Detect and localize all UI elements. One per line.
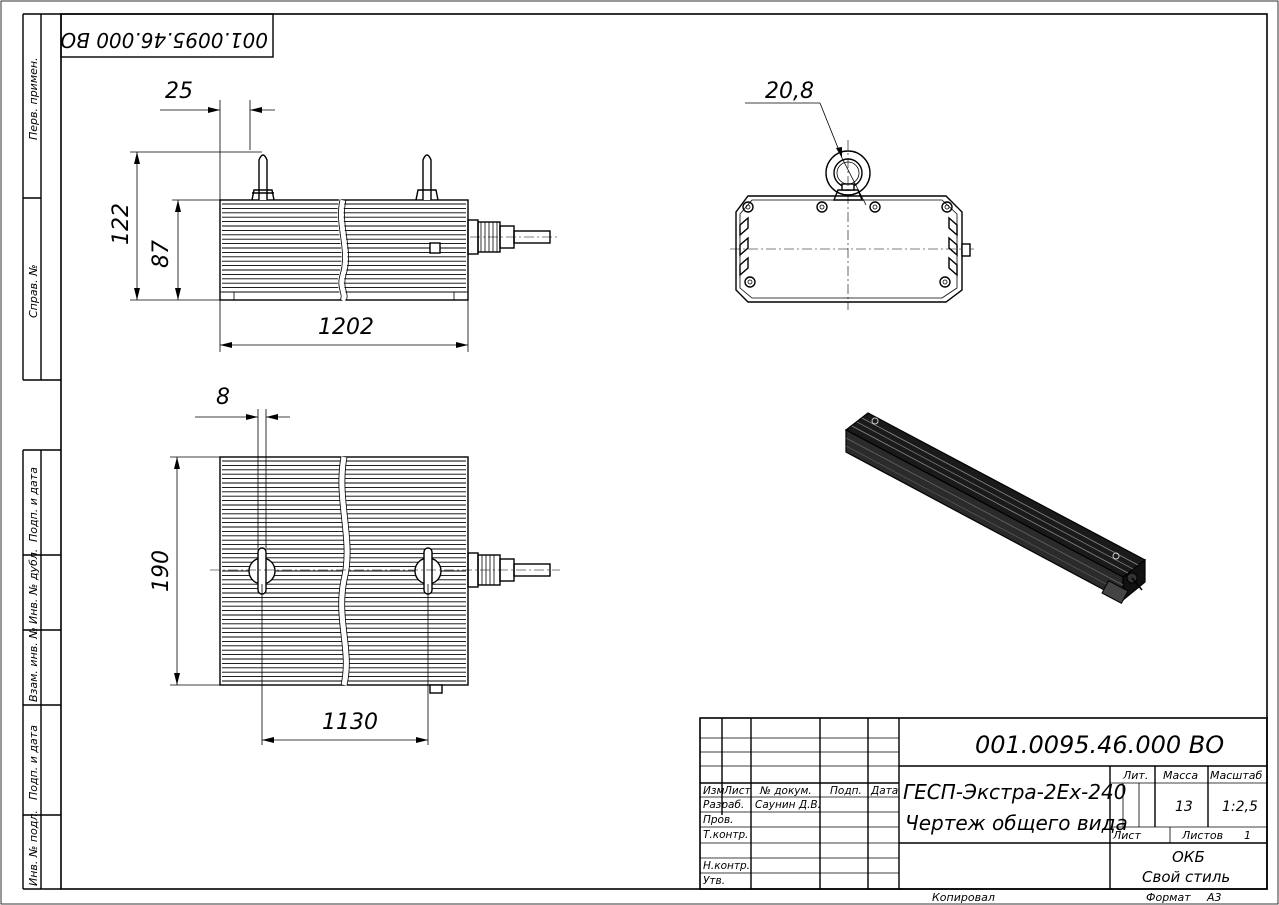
tb-col-data: Дата (870, 785, 898, 797)
tb-col-izm: Изм (703, 785, 724, 797)
tb-scale-value: 1:2,5 (1222, 799, 1258, 815)
end-view: 20,8 (730, 79, 975, 310)
dim-8: 8 (216, 385, 230, 410)
footer-format-label: Формат (1146, 891, 1191, 904)
label-sprav-no: Справ. № (27, 264, 40, 318)
label-perv-primen: Перв. примен. (27, 57, 40, 140)
rotated-code-text: 001.0095.46.000 ВО (60, 28, 268, 52)
footer-copied: Копировал (932, 891, 995, 904)
tb-sheets-value: 1 (1244, 829, 1251, 842)
label-inv-dubl: Инв. № дубл. (27, 549, 40, 624)
tb-col-list: Лист (723, 785, 751, 797)
tb-row-prov: Пров. (703, 814, 734, 826)
tb-row-utv: Утв. (703, 875, 725, 887)
label-podp-data-2: Подп. и дата (27, 725, 40, 800)
tb-org-line1: ОКБ (1172, 848, 1205, 866)
inner-frame (60, 13, 1268, 890)
top-view: 8 190 1130 (149, 385, 560, 745)
tb-razrab-name: Саунин Д.В. (755, 799, 821, 811)
dim-1130: 1130 (322, 710, 378, 735)
rotated-code-box: 001.0095.46.000 ВО (60, 13, 274, 58)
side-strip: Перв. примен. Справ. № Подп. и дата Инв.… (22, 13, 61, 890)
tb-drawing-code: 001.0095.46.000 ВО (975, 731, 1224, 759)
side-view: 25 122 87 1202 (109, 79, 560, 352)
footer-format-value: А3 (1206, 891, 1222, 904)
tb-lit-label: Лит. (1122, 769, 1148, 782)
label-vzam-inv: Взам. инв. № (27, 627, 40, 702)
tb-org-line2: Свой стиль (1142, 868, 1230, 886)
tb-col-podp: Подп. (830, 785, 862, 797)
tb-sheet-label: Лист (1112, 829, 1141, 842)
label-podp-data-1: Подп. и дата (27, 467, 40, 542)
tb-sheets-label: Листов (1181, 829, 1223, 842)
tb-name-line1: ГЕСП-Экстра-2Ex-240 (903, 780, 1126, 804)
dim-20-8: 20,8 (765, 79, 814, 104)
isometric-view (844, 412, 1147, 605)
dim-25: 25 (165, 79, 193, 104)
dim-1202: 1202 (318, 315, 374, 340)
tb-scale-label: Масштаб (1210, 769, 1262, 782)
label-inv-podl: Инв. № подл. (27, 810, 40, 886)
tb-row-razrab: Разраб. (703, 799, 744, 811)
title-block: Изм Лист № докум. Подп. Дата Разраб. Сау… (699, 717, 1268, 890)
dim-122: 122 (109, 203, 134, 245)
tb-row-tkontr: Т.контр. (703, 829, 749, 841)
tb-name-line2: Чертеж общего вида (905, 811, 1128, 835)
dim-87: 87 (149, 240, 174, 268)
dim-190: 190 (149, 550, 174, 592)
tb-col-docum: № докум. (759, 785, 812, 797)
tb-mass-label: Масса (1163, 769, 1198, 782)
tb-mass-value: 13 (1175, 799, 1193, 815)
tb-row-nkontr: Н.контр. (703, 860, 750, 872)
